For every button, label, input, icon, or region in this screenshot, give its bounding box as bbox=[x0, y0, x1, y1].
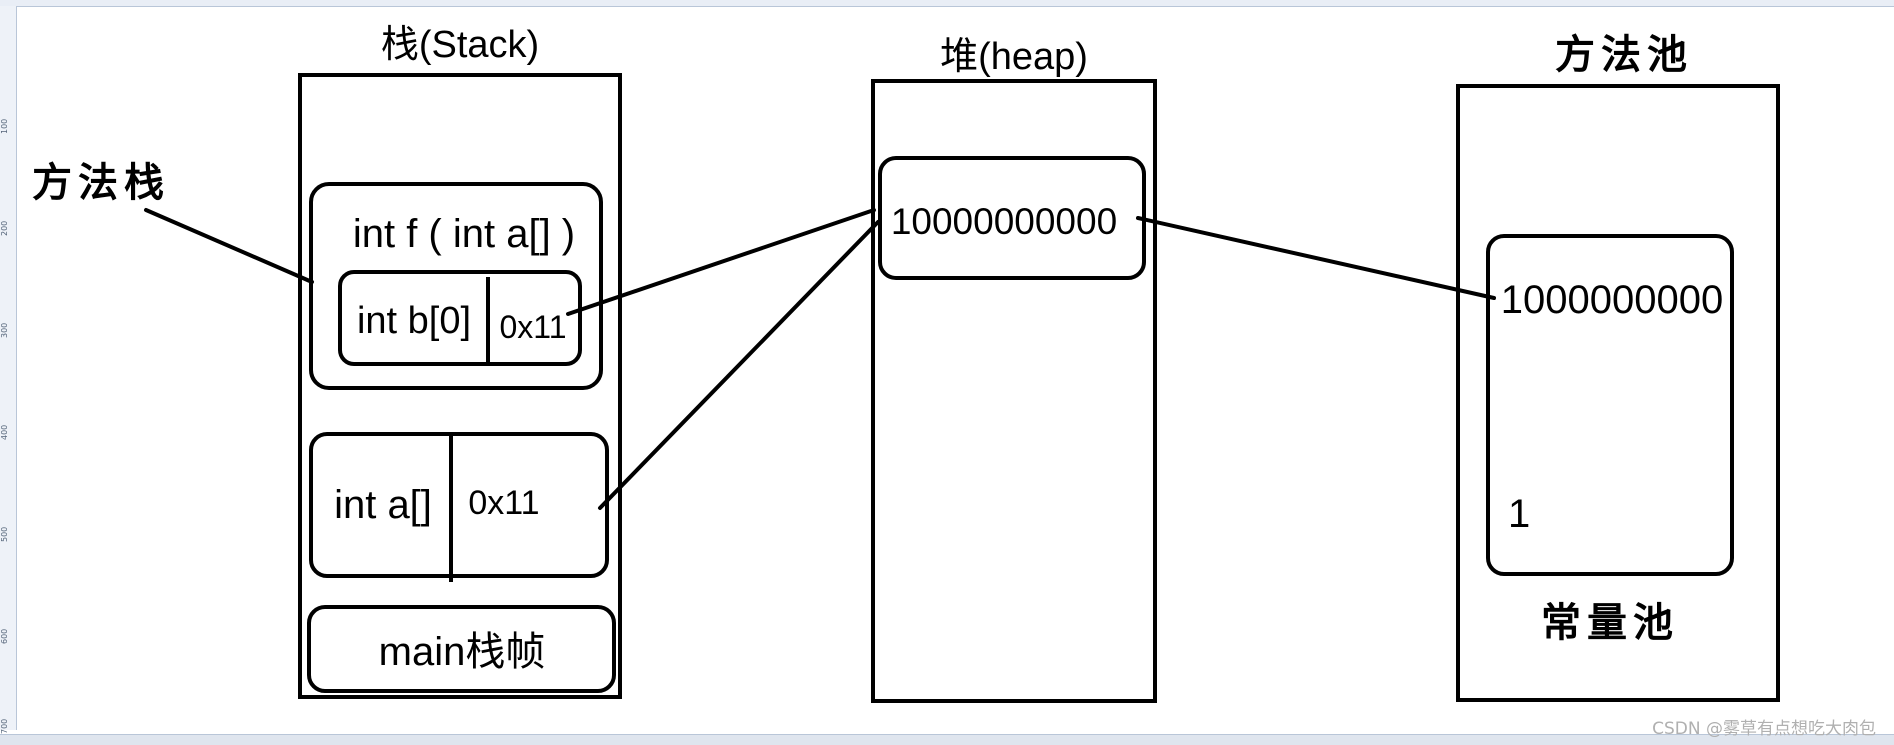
heap-to-constant-arrow bbox=[1136, 216, 1496, 300]
frame-f-box bbox=[309, 182, 603, 390]
main-frame-box bbox=[307, 605, 616, 693]
var-b-box bbox=[338, 270, 582, 366]
stack-box bbox=[298, 73, 622, 699]
b-to-heap-arrow bbox=[566, 208, 876, 316]
var-a-value: 0x11 bbox=[468, 484, 539, 522]
main-frame-label: main栈帧 bbox=[379, 630, 546, 674]
watermark: CSDN @雾草有点想吃大肉包 bbox=[1652, 719, 1876, 739]
var-a-box bbox=[309, 432, 609, 578]
frame-f-signature: int f ( int a[] ) bbox=[353, 212, 575, 256]
var-b-name: int b[0] bbox=[357, 300, 471, 342]
top-ruler bbox=[0, 0, 1894, 7]
method-stack-pointer-line bbox=[144, 208, 314, 284]
a-to-heap-arrow bbox=[598, 220, 880, 510]
method-stack-label: 方法栈 bbox=[32, 160, 170, 206]
heap-object-value: 10000000000 bbox=[891, 201, 1117, 242]
stack-title: 栈(Stack) bbox=[381, 24, 539, 66]
heap-object-box bbox=[878, 156, 1146, 280]
method-area-title: 方法池 bbox=[1555, 32, 1693, 78]
horizontal-scrollbar[interactable] bbox=[0, 734, 1894, 745]
constant-one: 1 bbox=[1508, 492, 1530, 536]
constant-pool-label: 常量池 bbox=[1541, 600, 1679, 646]
method-area-box bbox=[1456, 84, 1780, 702]
heap-title: 堆(heap) bbox=[940, 36, 1088, 78]
constant-pool-box bbox=[1486, 234, 1734, 576]
left-ruler: 100 200 300 400 500 600 700 bbox=[0, 6, 17, 734]
constant-value: 1000000000 bbox=[1501, 278, 1723, 322]
var-a-name: int a[] bbox=[334, 483, 432, 527]
var-b-value: 0x11 bbox=[499, 309, 566, 345]
heap-box bbox=[871, 79, 1157, 703]
